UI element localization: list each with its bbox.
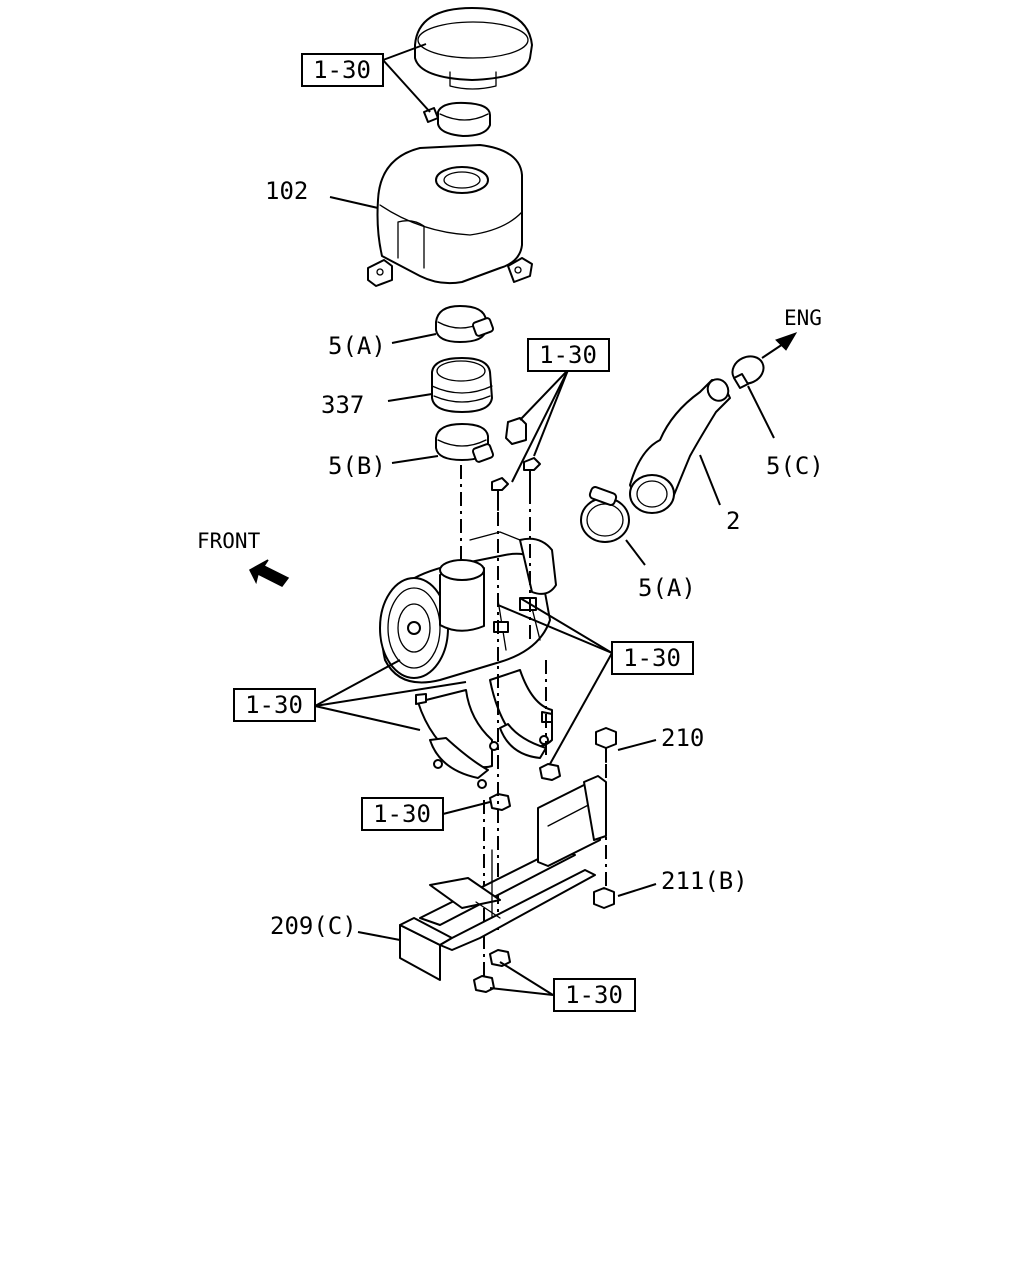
label-5c: 5(C) xyxy=(766,452,824,480)
ref-box-3: 1-30 xyxy=(611,641,694,675)
part-337-coupling xyxy=(431,357,493,413)
ref-box-2-text: 1-30 xyxy=(539,341,597,369)
label-5a-right: 5(A) xyxy=(638,574,696,602)
label-210: 210 xyxy=(661,724,704,752)
label-5b: 5(B) xyxy=(328,452,386,480)
mounting-bolts-upper xyxy=(491,417,541,511)
ref-box-5-text: 1-30 xyxy=(373,800,431,828)
label-2: 2 xyxy=(726,507,740,535)
cap-clamp xyxy=(423,101,491,137)
ref-box-4: 1-30 xyxy=(233,688,316,722)
air-cleaner-cap xyxy=(414,7,533,90)
saddle-brackets xyxy=(415,669,553,789)
eng-arrow xyxy=(761,332,798,359)
ref-box-6-text: 1-30 xyxy=(565,981,623,1009)
label-209c: 209(C) xyxy=(270,912,357,940)
label-5a-top: 5(A) xyxy=(328,332,386,360)
ref-leaders xyxy=(314,43,613,996)
ref-box-5: 1-30 xyxy=(361,797,444,831)
ref-box-1-text: 1-30 xyxy=(313,56,371,84)
label-front: FRONT xyxy=(197,529,261,553)
label-102: 102 xyxy=(265,177,308,205)
clamp-5c xyxy=(731,355,765,389)
label-211b: 211(B) xyxy=(661,867,748,895)
clamp-5a-right xyxy=(580,486,630,543)
air-cleaner-body xyxy=(379,531,557,684)
bolt-210 xyxy=(595,727,617,763)
clamp-5b xyxy=(435,423,495,463)
part-209c-frame xyxy=(399,775,607,981)
part-102-cover xyxy=(367,144,533,287)
part-2-hose xyxy=(629,378,731,514)
ref-box-1: 1-30 xyxy=(301,53,384,87)
clamp-5a-top xyxy=(435,305,495,343)
label-eng: ENG xyxy=(784,306,822,330)
ref-box-4-text: 1-30 xyxy=(245,691,303,719)
front-arrow xyxy=(249,559,290,587)
ref-box-3-text: 1-30 xyxy=(623,644,681,672)
ref-box-2: 1-30 xyxy=(527,338,610,372)
label-337: 337 xyxy=(321,391,364,419)
ref-box-6: 1-30 xyxy=(553,978,636,1012)
